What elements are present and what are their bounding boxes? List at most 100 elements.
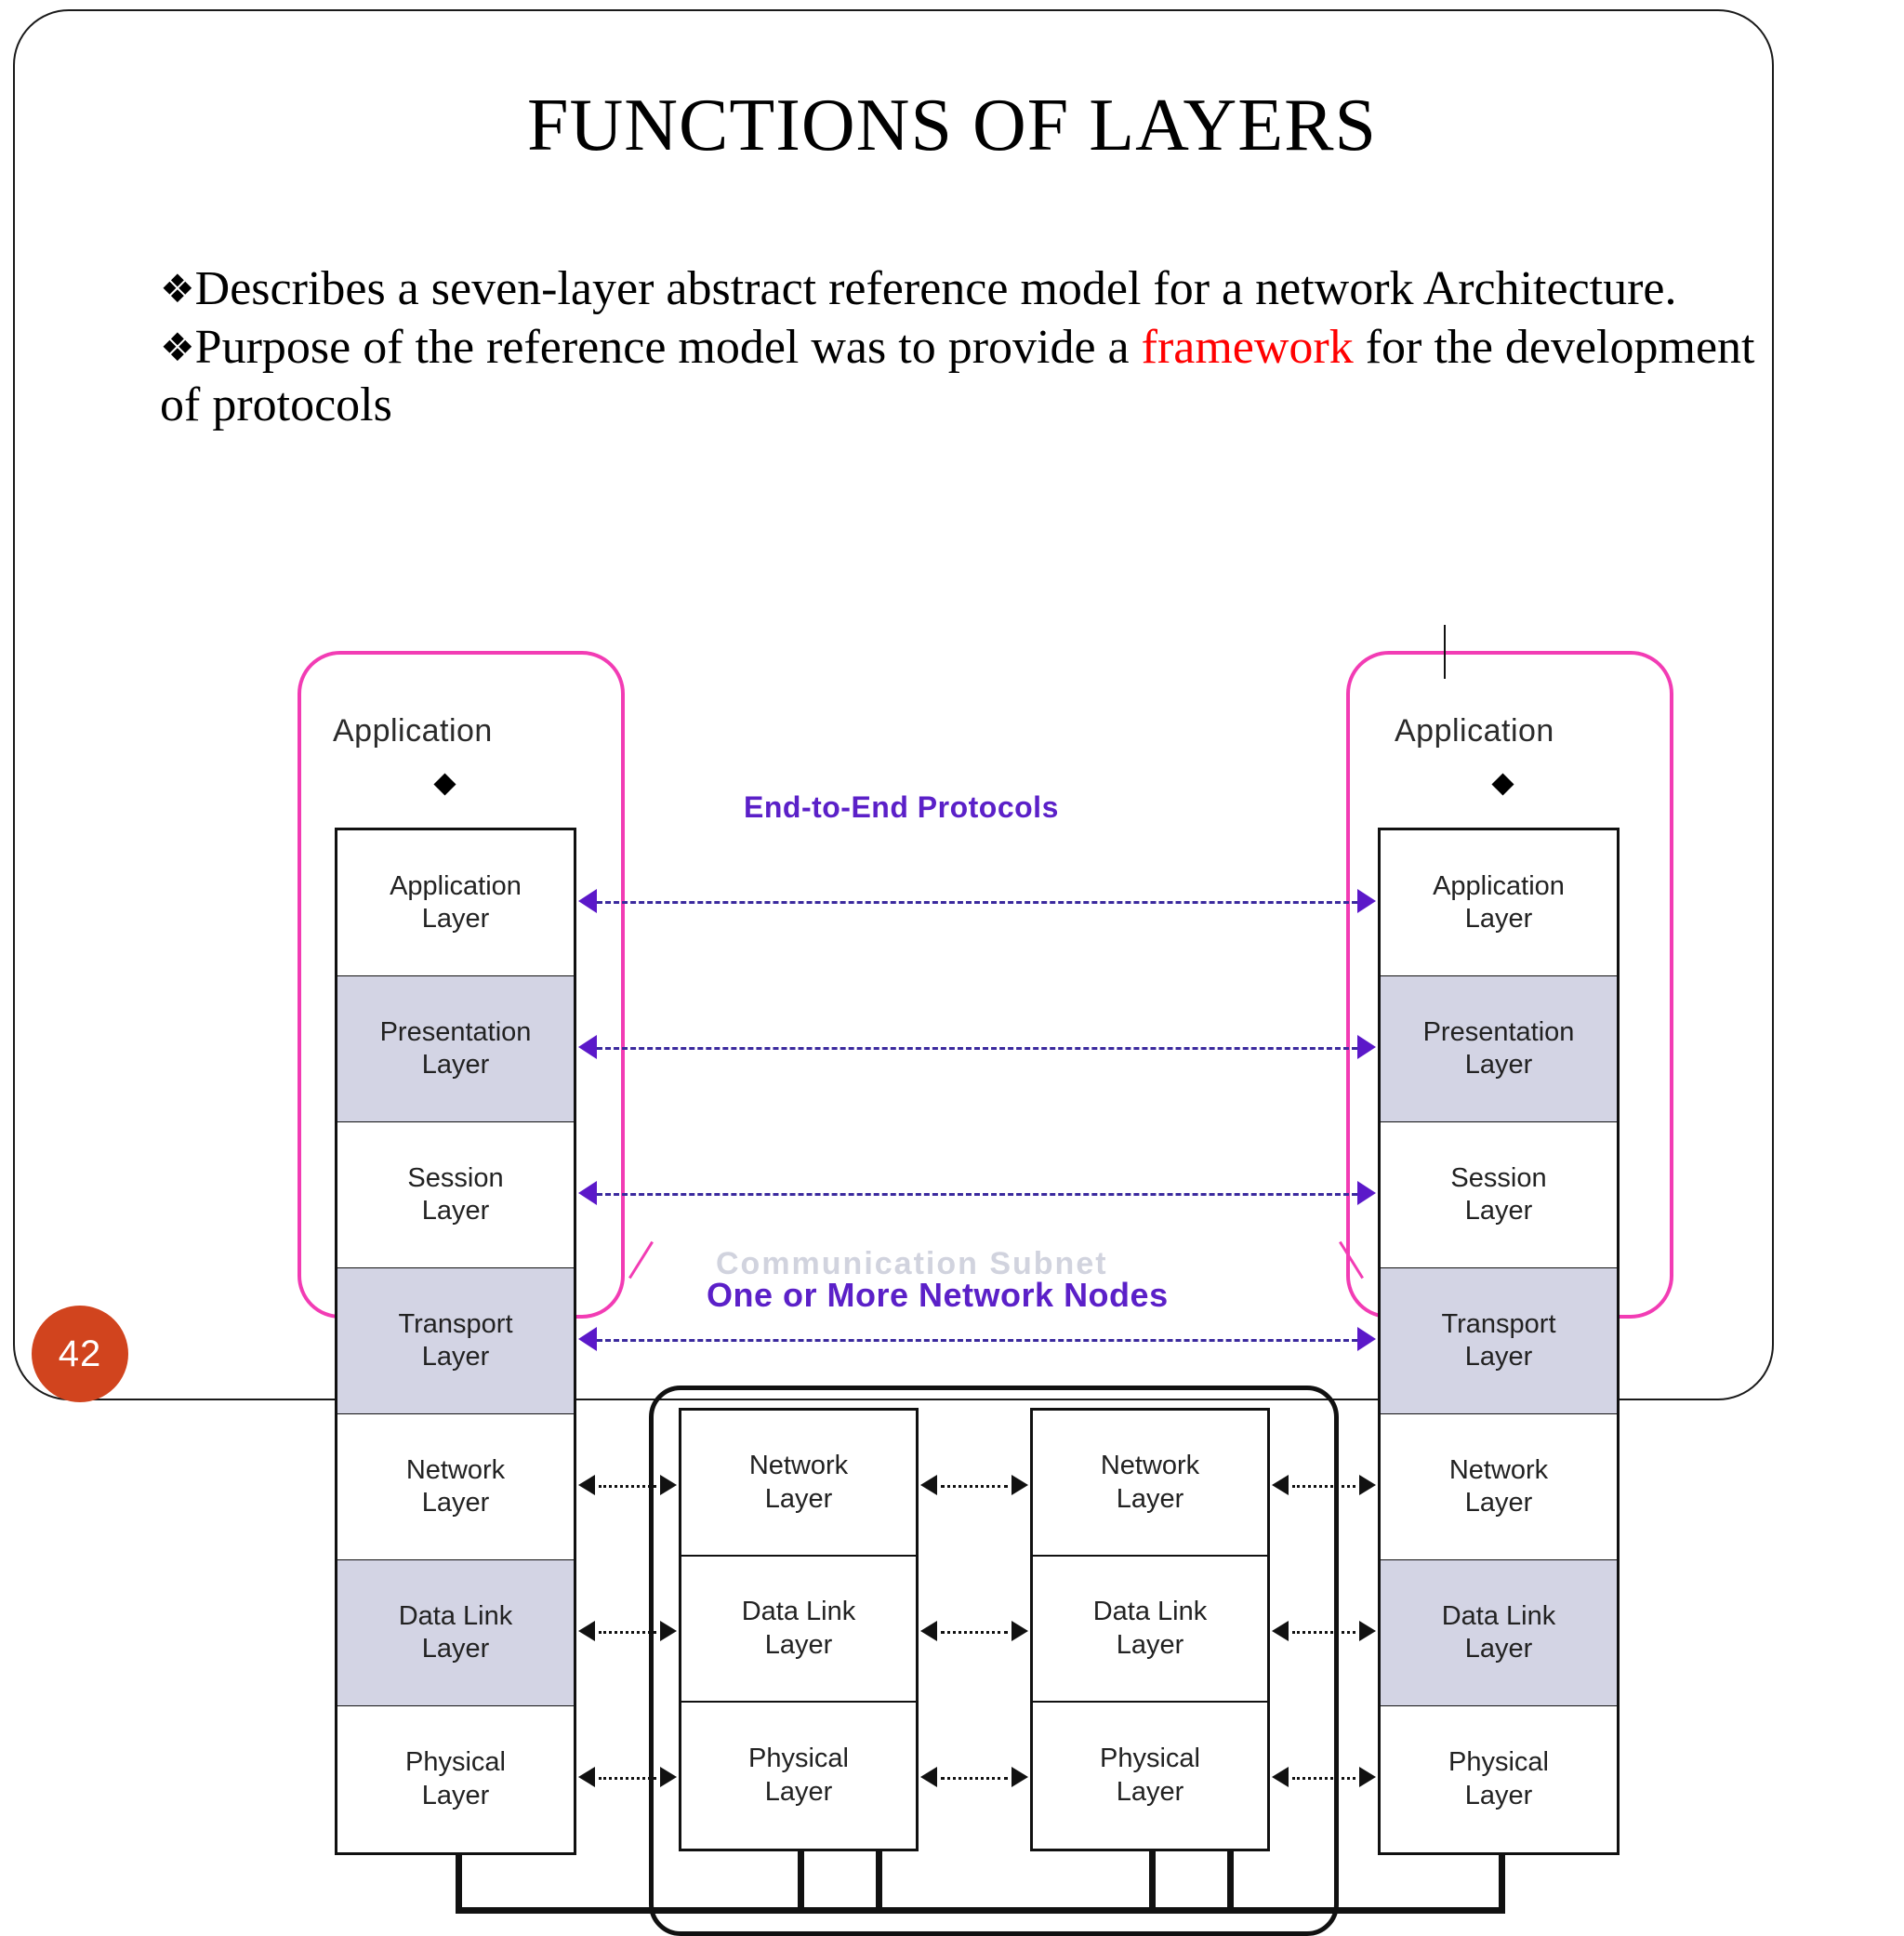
hop-line-r4-0 [599,1484,656,1488]
hop-arrow-right-r5-0 [660,1620,677,1641]
hop-arrow-left-r5-1 [920,1620,937,1641]
host-caption-right: Application [1395,713,1554,749]
hop-arrow-left-r4-1 [920,1474,937,1495]
bus-stub-nb2 [1227,1850,1234,1907]
hop-line-r4-2 [1292,1484,1355,1488]
leader-line-left [628,1240,654,1280]
end-to-end-arrow-right-2 [1357,1180,1376,1205]
slide-body: ❖Describes a seven-layer abstract refere… [160,260,1796,435]
osi-reference-model-diagram: Communication Subnet Application Applica… [279,625,1673,1936]
hop-arrow-right-r4-1 [1012,1474,1028,1495]
bus-stub-0 [456,1850,462,1907]
end-to-end-arrow-right-1 [1357,1034,1376,1059]
hop-arrow-left-r4-0 [578,1474,595,1495]
bullet-item-1: ❖Describes a seven-layer abstract refere… [160,260,1796,317]
hop-arrow-left-r4-2 [1272,1474,1289,1495]
hop-line-r6-0 [599,1776,656,1780]
bullet-2-text-post: for the development of protocols [160,321,1755,431]
bus-stub-3 [1499,1850,1505,1907]
hop-arrow-right-r5-1 [1012,1620,1028,1641]
bullet-diamond-icon: ❖ [160,325,195,371]
hop-arrow-left-r6-1 [920,1766,937,1787]
hop-arrow-left-r6-2 [1272,1766,1289,1787]
hop-arrow-left-r5-2 [1272,1620,1289,1641]
top-tick-mark [1444,625,1446,679]
page-number-badge: 42 [32,1306,128,1402]
hop-arrow-left-r5-0 [578,1620,595,1641]
bus-stub-na2 [876,1850,882,1907]
hop-line-r5-0 [599,1630,656,1634]
end-to-end-line-0 [597,900,1357,904]
bullet-item-2: ❖Purpose of the reference model was to p… [160,319,1796,433]
hop-arrow-left-r6-0 [578,1766,595,1787]
bus-stub-2 [1149,1850,1156,1907]
end-to-end-line-3 [597,1338,1357,1342]
network-nodes-label: One or More Network Nodes [707,1276,1169,1314]
bullet-diamond-icon: ❖ [160,266,195,312]
bullet-2-text-pre: Purpose of the reference model was to pr… [194,321,1142,375]
obscured-subnet-label: Communication Subnet [716,1246,1108,1281]
hop-line-r6-1 [941,1776,1008,1780]
hop-arrow-right-r5-2 [1359,1620,1376,1641]
bus-stub-1 [798,1850,804,1907]
hop-arrow-right-r6-0 [660,1766,677,1787]
hop-arrow-right-r6-2 [1359,1766,1376,1787]
bullet-1-text: Describes a seven-layer abstract referen… [194,262,1677,315]
end-to-end-protocols-label: End-to-End Protocols [744,790,1059,824]
hop-line-r6-2 [1292,1776,1355,1780]
page-title: FUNCTIONS OF LAYERS [527,85,1377,166]
end-to-end-arrow-left-0 [578,888,597,913]
end-to-end-line-1 [597,1046,1357,1050]
end-to-end-arrow-left-2 [578,1180,597,1205]
end-to-end-arrow-left-1 [578,1034,597,1059]
end-to-end-arrow-right-3 [1357,1326,1376,1351]
end-to-end-arrow-right-0 [1357,888,1376,913]
end-to-end-line-2 [597,1192,1357,1196]
hop-arrow-right-r4-2 [1359,1474,1376,1495]
hop-arrow-right-r6-1 [1012,1766,1028,1787]
hop-line-r5-1 [941,1630,1008,1634]
hop-line-r4-1 [941,1484,1008,1488]
bus-horizontal [456,1907,1505,1914]
